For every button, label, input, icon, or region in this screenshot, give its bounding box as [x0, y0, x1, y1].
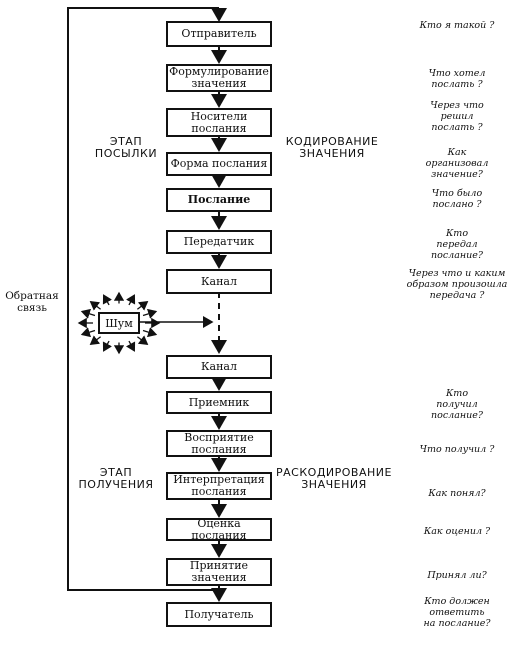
noise-ray	[142, 327, 158, 338]
feedback-line	[67, 7, 219, 591]
noise-ray	[125, 340, 136, 352]
stage-box: Принятие значения	[166, 558, 272, 586]
question-text: Кто получил послание?	[431, 388, 483, 421]
encoding-label: КОДИРОВАНИЕ ЗНАЧЕНИЯ	[285, 135, 379, 160]
stage-box: Оценка послания	[166, 516, 272, 542]
stage-box: Носители послания	[166, 108, 272, 137]
stage-box: Формулирование значения	[166, 64, 272, 92]
stage-box: Канал	[166, 355, 272, 379]
stage-box-label: Восприятие послания	[184, 430, 254, 456]
stage-box: Восприятие послания	[166, 430, 272, 457]
stage-box: Передатчик	[166, 230, 272, 254]
question-text: Кто я такой ?	[419, 20, 495, 31]
stage-box-label: Передатчик	[183, 235, 255, 248]
question-text: Кто должен ответить на послание?	[423, 596, 491, 629]
stage-box-label: Интерпретация послания	[173, 473, 265, 498]
stage-box-label: Получатель	[184, 607, 254, 621]
stage-box: Послание	[166, 188, 272, 212]
stage-box: Приемник	[166, 391, 272, 414]
stage-box: Форма послания	[166, 152, 272, 176]
stage-box-label: Носители послания	[190, 109, 248, 135]
stage-receive-label: ЭТАП ПОЛУЧЕНИЯ	[78, 466, 154, 491]
noise-ray	[136, 301, 149, 311]
stage-box: Отправитель	[166, 21, 272, 47]
noise-ray	[136, 335, 149, 345]
question-text: Принял ли?	[427, 570, 487, 581]
stage-box-label: Послание	[187, 193, 251, 206]
stage-box-label: Канал	[201, 274, 237, 288]
noise-ray	[89, 335, 102, 345]
noise-ray	[80, 308, 96, 319]
stage-box-label: Приемник	[188, 395, 250, 409]
question-text: Как оценил ?	[423, 526, 491, 537]
question-text: Как понял?	[428, 488, 486, 499]
stage-box-label: Канал	[201, 360, 237, 373]
noise-ray	[102, 340, 113, 352]
stage-box-label: Оценка послания	[191, 516, 247, 542]
stage-box: Интерпретация послания	[166, 472, 272, 500]
question-text: Как организовал значение?	[425, 147, 489, 180]
stage-box: Канал	[166, 269, 272, 294]
question-text: Кто передал послание?	[431, 228, 483, 261]
stage-box: Получатель	[166, 602, 272, 627]
noise-ray	[89, 301, 102, 311]
question-text: Через что и каким образом произошла пере…	[406, 268, 508, 301]
stage-box-label: Принятие значения	[189, 559, 249, 584]
noise-box: Шум	[98, 312, 140, 334]
feedback-label: Обратная связь	[5, 290, 59, 314]
stage-box-label: Форма послания	[170, 157, 268, 170]
noise-ray	[125, 294, 136, 306]
question-text: Что было послано ?	[431, 188, 483, 210]
question-text: Что получил ?	[419, 444, 495, 455]
question-text: Что хотел послать ?	[428, 68, 486, 90]
stage-box-label: Отправитель	[181, 27, 257, 40]
question-text: Через что решил послать ?	[430, 100, 484, 133]
noise-ray	[80, 327, 96, 338]
stage-box-label: Формулирование значения	[169, 65, 269, 90]
noise-ray	[102, 294, 113, 306]
stage-send-label: ЭТАП ПОСЫЛКИ	[94, 135, 158, 160]
noise-ray	[142, 308, 158, 319]
decoding-label: РАСКОДИРОВАНИЕ ЗНАЧЕНИЯ	[276, 466, 392, 491]
